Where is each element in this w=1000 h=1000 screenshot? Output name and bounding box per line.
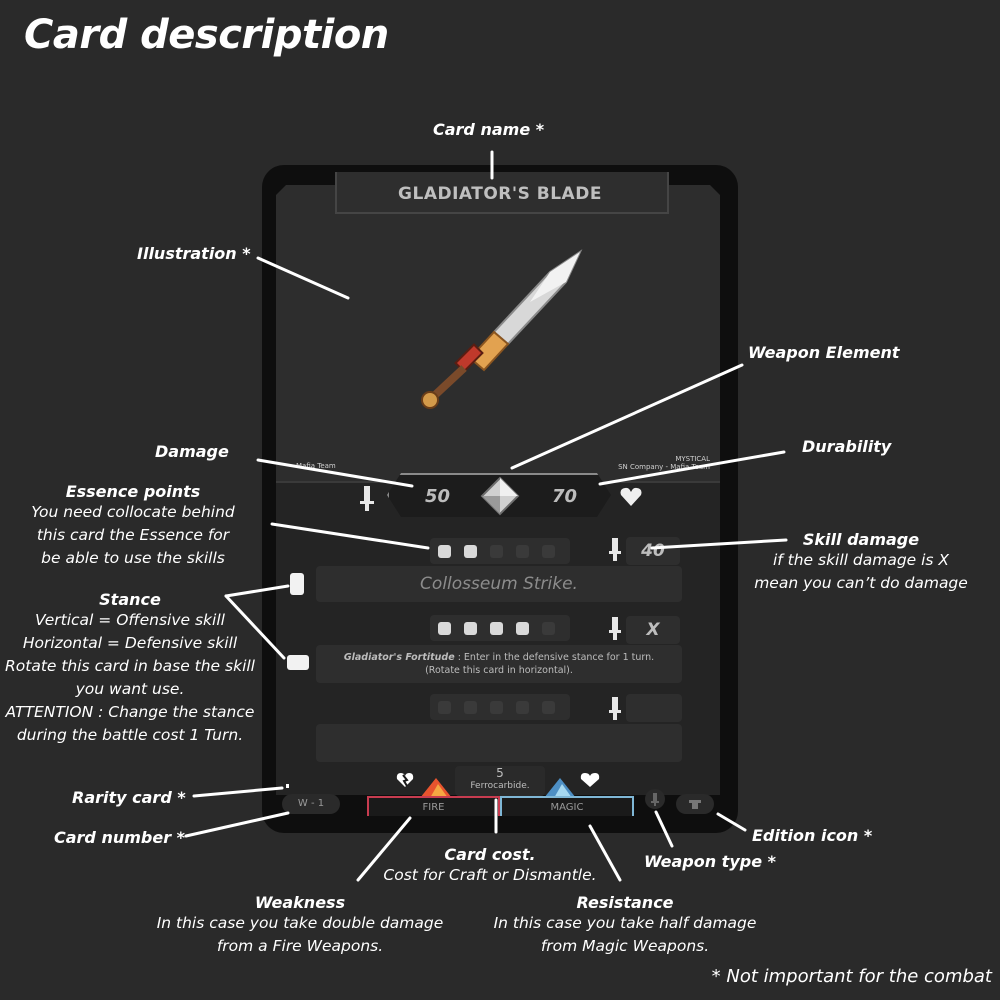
weakness-bar: FIRE xyxy=(367,796,500,816)
skill-box-1 xyxy=(316,566,682,602)
essence-points-annotation: Essence points You need collocate behind… xyxy=(31,482,235,567)
label-illustration: Illustration * xyxy=(137,244,251,263)
label-edition-icon: Edition icon * xyxy=(752,826,873,845)
damage-value: 50 xyxy=(425,486,451,507)
skill-text-2: Gladiator's Fortitude : Enter in the def… xyxy=(343,652,655,676)
skill-damage-annotation: Skill damage if the skill damage is X me… xyxy=(754,530,968,592)
card-cost-annotation: Card cost. Cost for Craft or Dismantle. xyxy=(383,845,597,884)
skill-sword-icon-2 xyxy=(609,617,621,640)
label-weapon-type: Weapon type * xyxy=(644,852,776,871)
fire-element-icon xyxy=(420,778,452,798)
skill-sword-icon-1 xyxy=(609,538,621,561)
card-number: W - 1 xyxy=(282,794,340,814)
sword-damage-icon xyxy=(360,486,374,511)
skill-name-1: Collosseum Strike. xyxy=(420,574,578,594)
heart-durability-icon xyxy=(620,487,642,506)
label-damage: Damage xyxy=(155,442,229,461)
rarity-marker xyxy=(286,784,289,788)
weapon-element-gem-icon xyxy=(480,476,520,516)
resistance-bar: MAGIC xyxy=(500,796,634,816)
footnote: * Not important for the combat xyxy=(711,966,992,987)
label-weapon-element: Weapon Element xyxy=(748,343,900,362)
stance-vertical-icon xyxy=(290,573,304,595)
weakness-icon xyxy=(396,773,414,787)
card-name-banner xyxy=(335,172,669,214)
essence-bar-2 xyxy=(430,615,570,641)
skill-box-3 xyxy=(316,724,682,762)
skill-damage-box-3 xyxy=(626,694,682,722)
card-cost-box: 5 Ferrocarbide. xyxy=(455,766,545,796)
skill-box-2 xyxy=(316,645,682,683)
label-durability: Durability xyxy=(802,437,892,456)
essence-bar-1 xyxy=(430,538,570,564)
label-card-number: Card number * xyxy=(54,828,186,847)
label-card-name: Card name * xyxy=(433,120,545,139)
card-material: Ferrocarbide. xyxy=(470,781,530,791)
essence-bar-3 xyxy=(430,694,570,720)
card-name: GLADIATOR'S BLADE xyxy=(398,184,602,204)
weapon-type-icon xyxy=(645,789,665,809)
card-cost-value: 5 xyxy=(496,766,504,780)
stance-annotation: Stance Vertical = Offensive skill Horizo… xyxy=(4,590,255,744)
resistance-annotation: Resistance In this case you take half da… xyxy=(493,893,757,955)
label-rarity-card: Rarity card * xyxy=(72,788,186,807)
sword-illustration xyxy=(421,249,583,409)
page-title: Card description xyxy=(24,12,389,58)
resistance-icon xyxy=(580,773,600,787)
illustration-credit-left: Mafia Team xyxy=(296,462,336,470)
edition-icon xyxy=(676,794,714,814)
skill-sword-icon-3 xyxy=(609,697,621,720)
skill-damage-2: X xyxy=(626,616,680,644)
weakness-annotation: Weakness In this case you take double da… xyxy=(156,893,444,955)
skill-damage-1: 40 xyxy=(626,537,680,565)
illustration-credit-right: MYSTICAL SN Company - Mafia Team xyxy=(618,455,710,471)
durability-value: 70 xyxy=(552,486,578,507)
stance-horizontal-icon xyxy=(287,655,309,670)
magic-element-icon xyxy=(544,778,576,798)
